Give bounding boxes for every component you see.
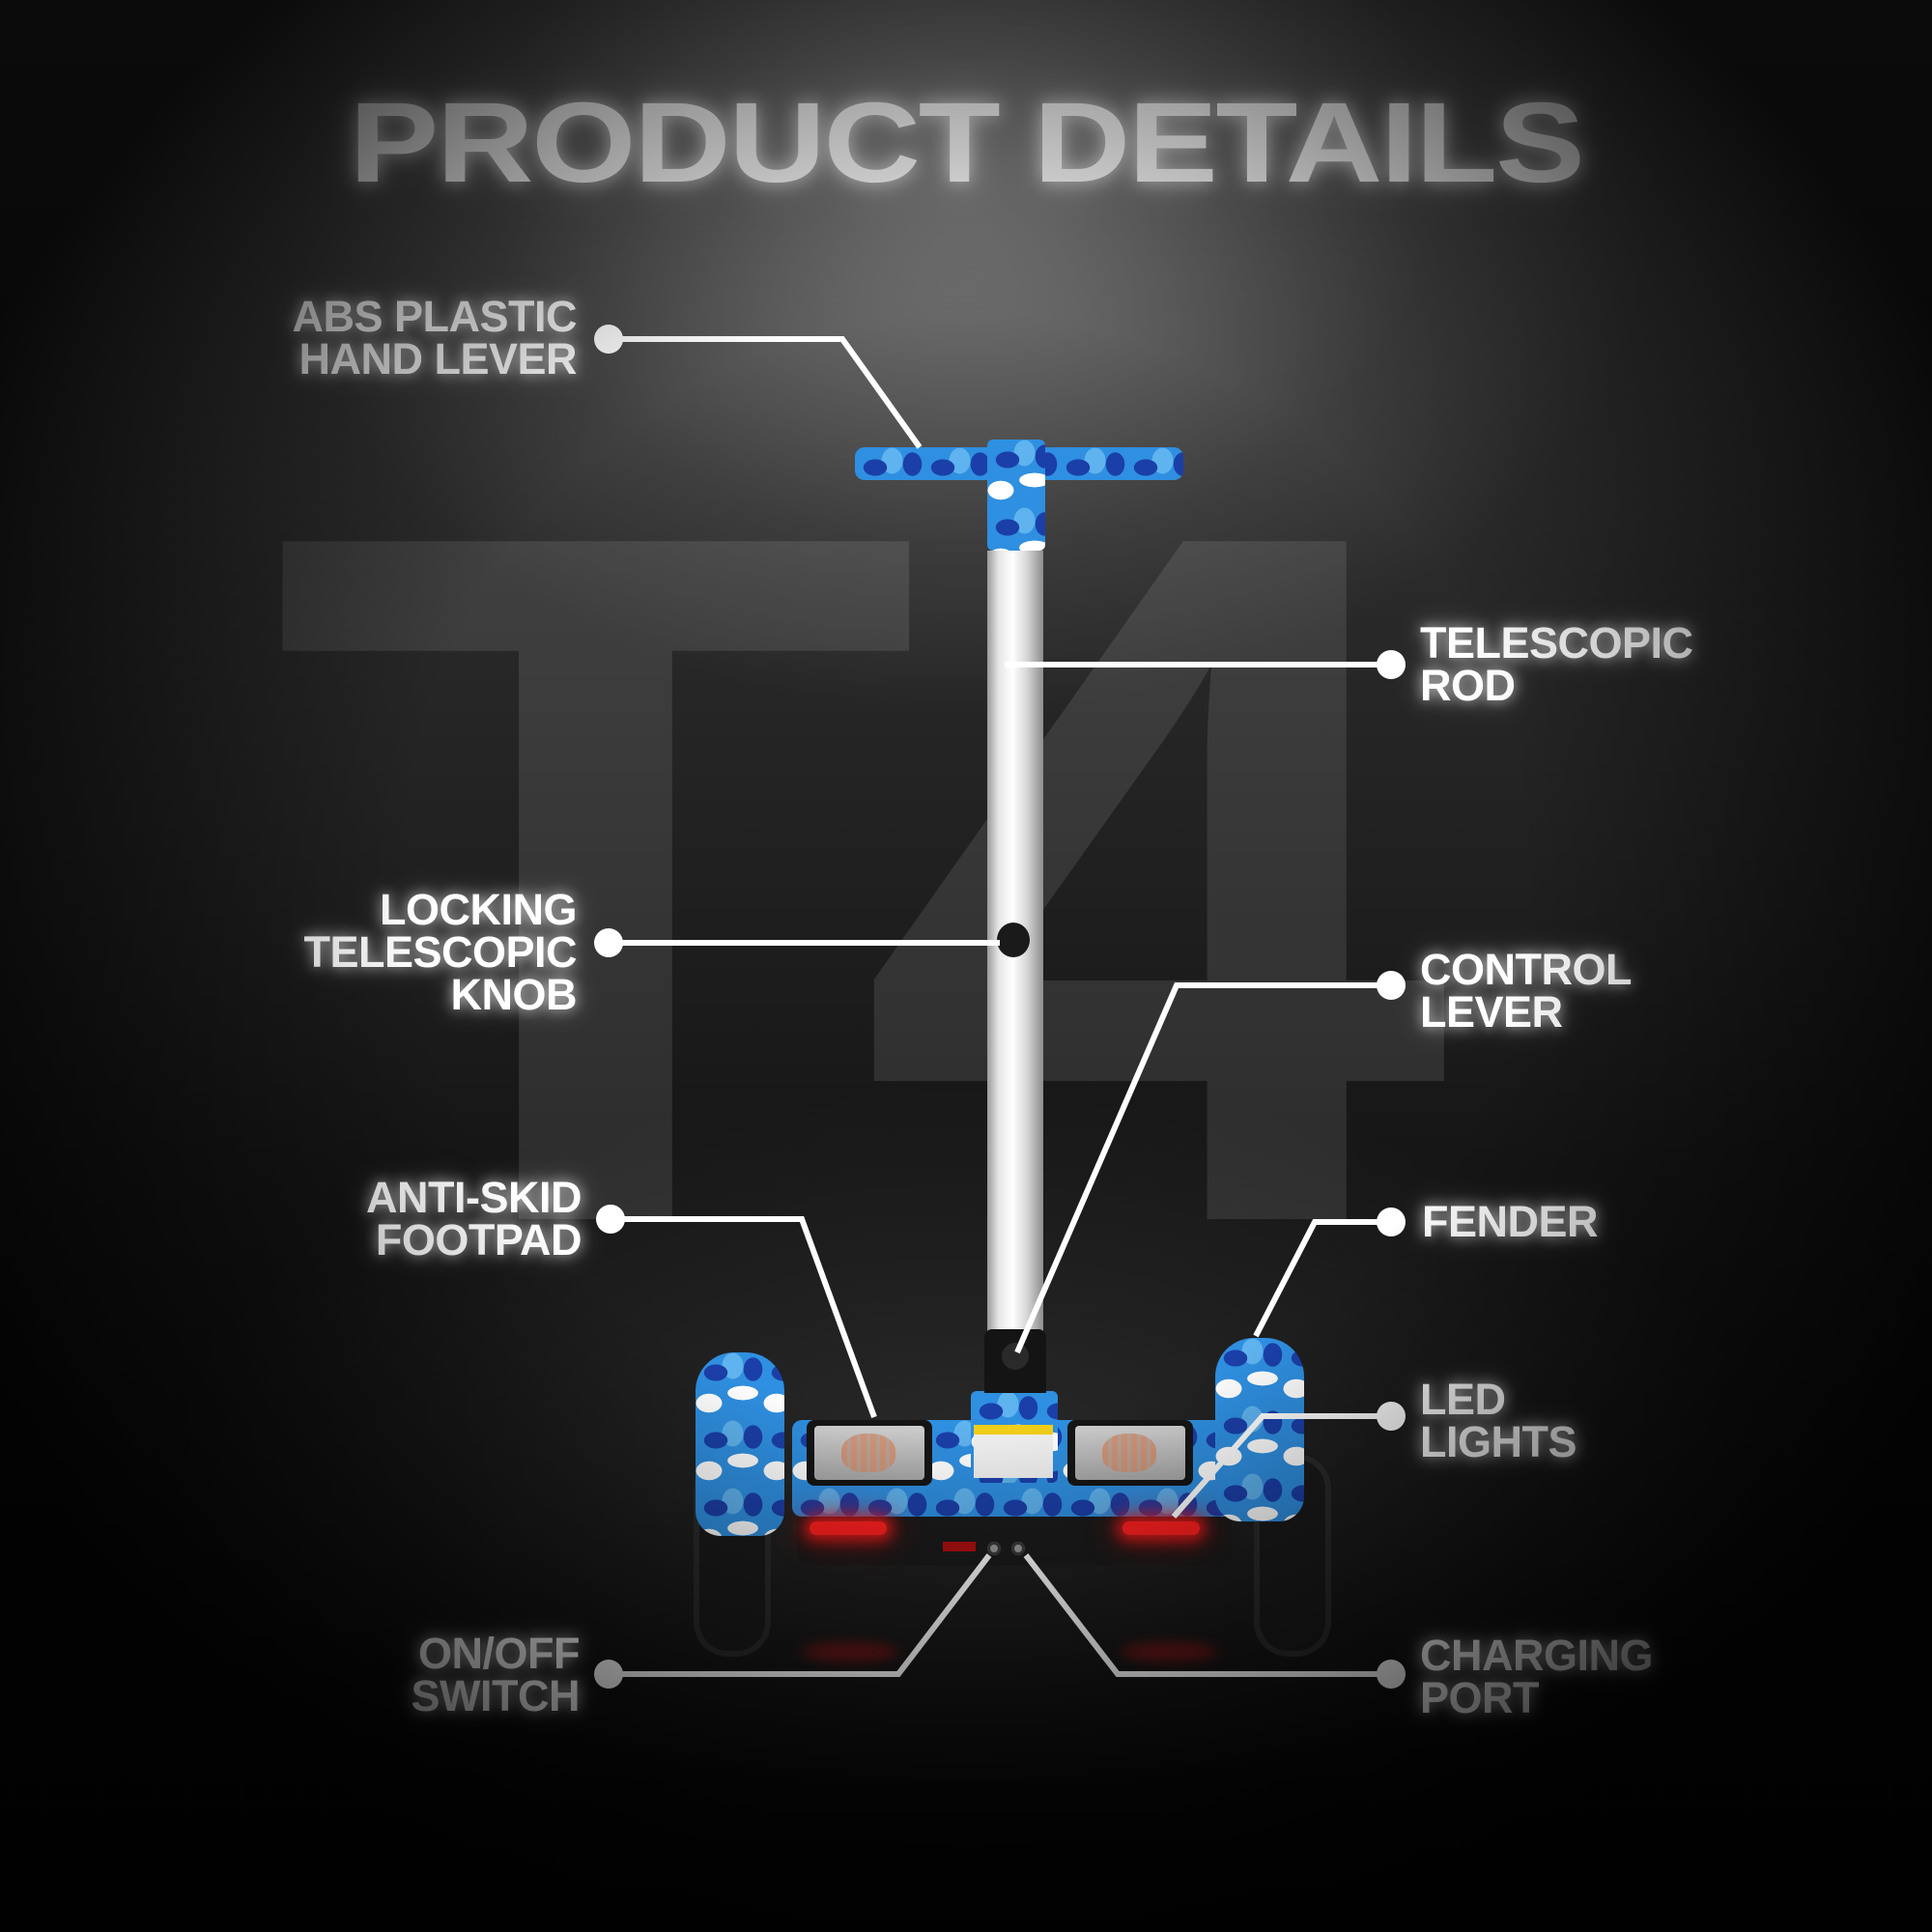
callout-label-line: LIGHTS xyxy=(1420,1417,1577,1466)
callout-label-line: LOCKING xyxy=(380,885,577,934)
callout-control-lever: CONTROL LEVER xyxy=(1420,945,1632,1037)
led-leader-line xyxy=(1171,1413,1391,1519)
callout-dot xyxy=(1377,650,1406,679)
callout-dot xyxy=(1377,1402,1406,1431)
callout-dot xyxy=(1377,971,1406,1000)
callout-label-line: KNOB xyxy=(450,970,578,1019)
callout-dot xyxy=(596,1205,625,1234)
callout-label-line: CONTROL xyxy=(1420,945,1632,994)
callout-label-line: PORT xyxy=(1420,1673,1540,1722)
callout-label-line: HAND LEVER xyxy=(298,334,577,384)
control-lever-leader-line xyxy=(1014,982,1391,1354)
fender-leader-line xyxy=(1253,1219,1391,1338)
callout-label-line: ON/OFF xyxy=(418,1629,580,1678)
callout-dot xyxy=(594,1660,623,1689)
callout-charging-port: CHARGING PORT xyxy=(1420,1631,1654,1722)
callout-label-line: FOOTPAD xyxy=(375,1215,582,1264)
callout-dot xyxy=(594,928,623,957)
callout-locking-telescopic-knob: LOCKING TELESCOPIC KNOB xyxy=(303,885,578,1019)
callout-dot xyxy=(594,325,623,354)
callout-label-line: LEVER xyxy=(1420,987,1563,1037)
callout-label-line: SWITCH xyxy=(411,1671,581,1720)
callout-fender: FENDER xyxy=(1422,1197,1599,1246)
callout-anti-skid-footpad: ANTI-SKID FOOTPAD xyxy=(366,1173,582,1264)
callout-on-off-switch: ON/OFF SWITCH xyxy=(411,1629,581,1720)
callout-label-line: TELESCOPIC xyxy=(1420,618,1693,668)
callout-abs-plastic-hand-lever: ABS PLASTIC HAND LEVER xyxy=(292,292,577,384)
callout-label-line: ABS PLASTIC xyxy=(292,292,577,341)
callout-label-line: FENDER xyxy=(1422,1197,1599,1246)
callout-label-line: CHARGING xyxy=(1420,1631,1654,1680)
callout-label-line: TELESCOPIC xyxy=(303,927,577,977)
on-off-leader-line xyxy=(609,1553,992,1677)
callout-telescopic-rod: TELESCOPIC ROD xyxy=(1420,618,1693,710)
callout-label-line: ANTI-SKID xyxy=(366,1173,582,1222)
callout-dot xyxy=(1377,1208,1406,1236)
hand-lever-leader-line xyxy=(609,336,923,449)
charging-port-leader-line xyxy=(1023,1553,1391,1677)
anti-skid-leader-line xyxy=(611,1216,877,1419)
callout-dot xyxy=(1377,1660,1406,1689)
callout-label-line: ROD xyxy=(1420,661,1516,710)
callout-led-lights: LED LIGHTS xyxy=(1420,1378,1577,1463)
callout-label-line: LED xyxy=(1420,1375,1506,1424)
